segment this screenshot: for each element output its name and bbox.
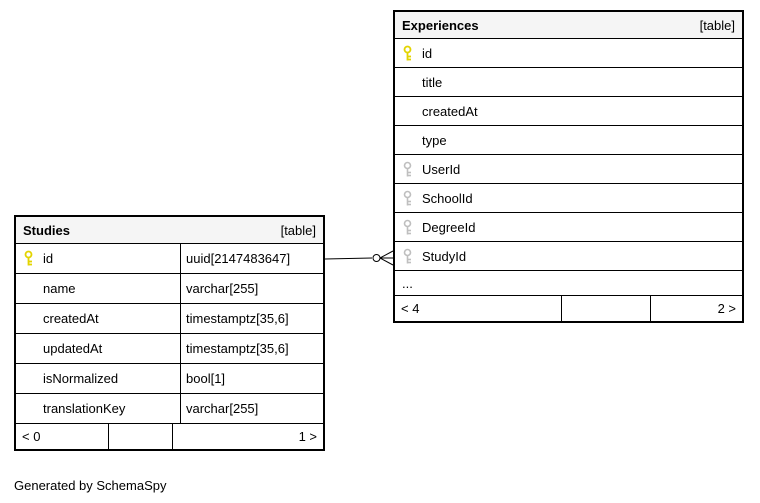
- table-studies: Studies [table] id uuid[2147483647] name…: [14, 215, 325, 451]
- column-name: DegreeId: [422, 219, 476, 235]
- table-row: createdAt: [395, 97, 742, 126]
- column-name: name: [43, 281, 76, 296]
- column-type: timestamptz[35,6]: [186, 341, 289, 356]
- table-row: id: [395, 39, 742, 68]
- column-name: title: [422, 74, 443, 90]
- table-row: SchoolId: [395, 184, 742, 213]
- column-name: SchoolId: [422, 190, 473, 206]
- column-name: isNormalized: [43, 371, 119, 386]
- pager-left: < 4: [401, 301, 420, 316]
- table-row: id uuid[2147483647]: [16, 244, 323, 274]
- pager-right: 2 >: [717, 301, 736, 316]
- column-name: createdAt: [43, 311, 99, 326]
- table-header[interactable]: Studies [table]: [16, 217, 323, 244]
- column-type: varchar[255]: [186, 401, 259, 416]
- no-key-spacer: [23, 281, 38, 297]
- column-type: bool[1]: [186, 371, 226, 386]
- no-key-spacer: [23, 401, 38, 417]
- foreign-key-icon: [402, 248, 417, 264]
- pager-right: 1 >: [298, 429, 317, 444]
- foreign-key-icon: [402, 190, 417, 206]
- column-type: timestamptz[35,6]: [186, 311, 289, 326]
- pager-left: < 0: [22, 429, 41, 444]
- no-key-spacer: [23, 371, 38, 387]
- column-type: uuid[2147483647]: [186, 251, 291, 266]
- table-tag: [table]: [280, 222, 316, 238]
- column-name: translationKey: [43, 401, 126, 416]
- column-name: updatedAt: [43, 341, 103, 356]
- table-title[interactable]: Experiences: [402, 17, 479, 33]
- no-key-spacer: [23, 311, 38, 327]
- primary-key-icon: [402, 45, 417, 61]
- no-key-spacer: [402, 103, 417, 119]
- table-title[interactable]: Studies: [23, 222, 70, 238]
- table-row: type: [395, 126, 742, 155]
- table-row: createdAt timestamptz[35,6]: [16, 304, 323, 334]
- column-name: type: [422, 132, 447, 148]
- table-row: DegreeId: [395, 213, 742, 242]
- column-type: varchar[255]: [186, 281, 259, 296]
- generated-by-note: Generated by SchemaSpy: [14, 478, 167, 493]
- column-name: createdAt: [422, 103, 478, 119]
- column-name: StudyId: [422, 248, 467, 264]
- no-key-spacer: [402, 74, 417, 90]
- primary-key-icon: [23, 250, 38, 267]
- column-name: id: [422, 45, 433, 61]
- column-name: UserId: [422, 161, 461, 177]
- table-row: isNormalized bool[1]: [16, 364, 323, 394]
- pager-middle: [561, 296, 651, 321]
- column-name: id: [43, 251, 54, 266]
- foreign-key-icon: [402, 219, 417, 235]
- table-row: UserId: [395, 155, 742, 184]
- no-key-spacer: [23, 341, 38, 357]
- relationship-connector: [325, 250, 393, 266]
- pager-middle: [108, 424, 173, 449]
- table-row: updatedAt timestamptz[35,6]: [16, 334, 323, 364]
- table-header[interactable]: Experiences [table]: [395, 12, 742, 39]
- table-row: StudyId: [395, 242, 742, 271]
- table-row: name varchar[255]: [16, 274, 323, 304]
- no-key-spacer: [402, 132, 417, 148]
- more-columns-ellipsis: ...: [395, 271, 742, 296]
- table-tag: [table]: [699, 17, 735, 33]
- table-experiences: Experiences [table] id title createdAt t…: [393, 10, 744, 323]
- table-row: title: [395, 68, 742, 97]
- relationship-pager: < 0 1 >: [16, 424, 323, 449]
- table-row: translationKey varchar[255]: [16, 394, 323, 424]
- relationship-pager: < 4 2 >: [395, 296, 742, 321]
- foreign-key-icon: [402, 161, 417, 177]
